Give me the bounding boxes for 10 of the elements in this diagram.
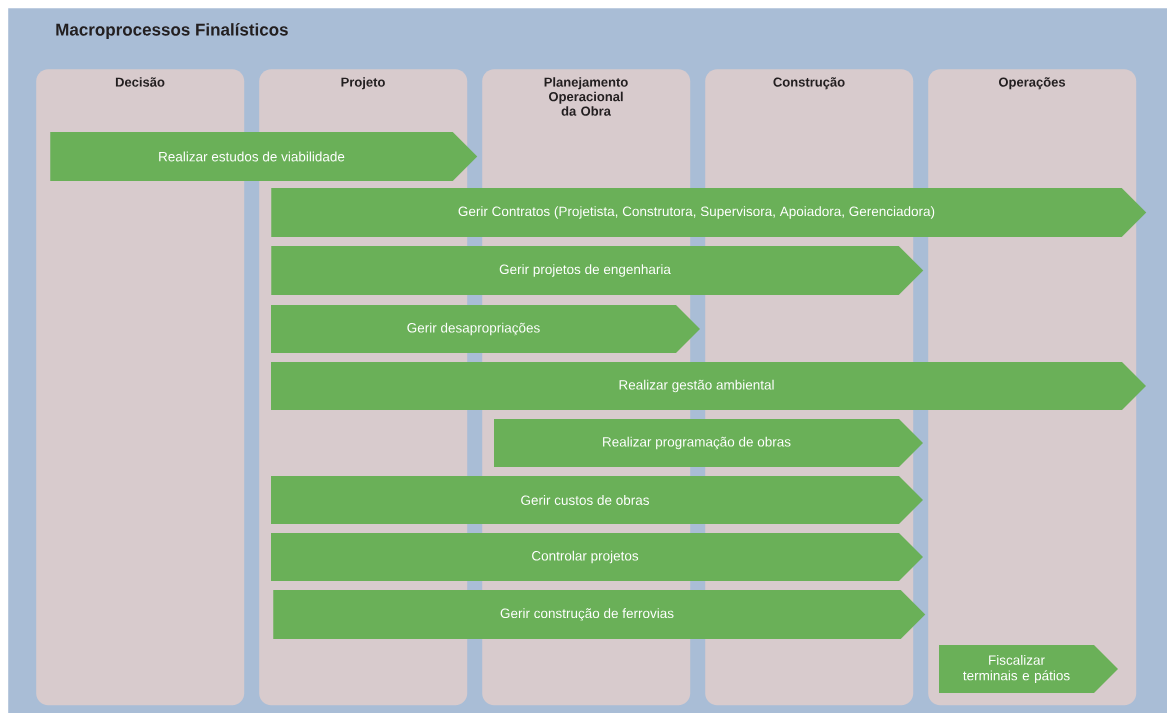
process-bar: Gerir desapropriações [271,305,700,353]
process-bar: Gerir custos de obras [271,476,923,524]
process-bar: Fiscalizar terminais e pátios [939,645,1118,693]
process-bar: Realizar estudos de viabilidade [50,132,478,181]
process-bar: Realizar gestão ambiental [271,362,1146,410]
process-bar: Gerir construção de ferrovias [273,590,926,639]
process-bar: Gerir projetos de engenharia [271,246,924,295]
process-bar: Realizar programação de obras [494,419,923,467]
process-bar: Controlar projetos [271,533,923,581]
process-bar: Gerir Contratos (Projetista, Construtora, Supervisora, Apoiadora, Gerenciadora) [271,188,1147,237]
